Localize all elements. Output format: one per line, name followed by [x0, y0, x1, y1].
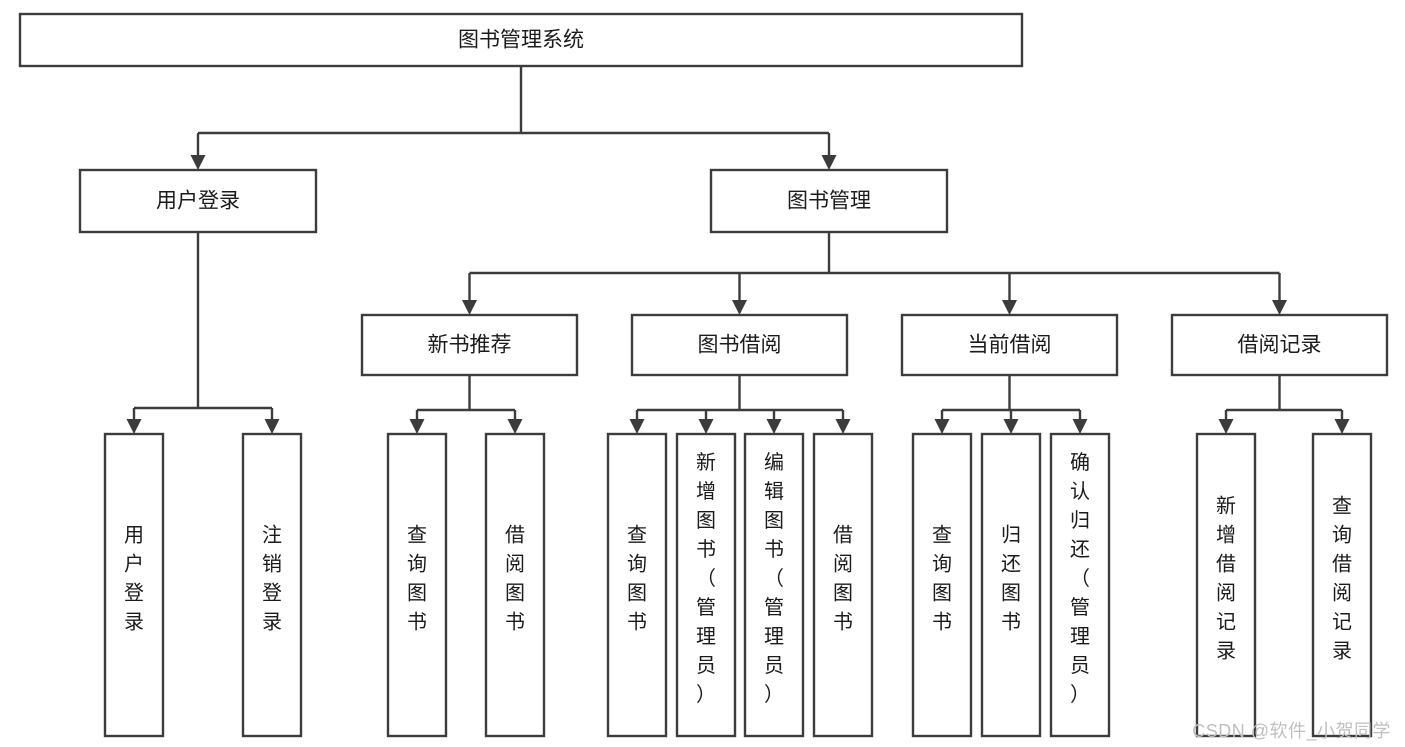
node-label-user-login: 用户登录	[156, 190, 240, 213]
connector-layer	[126, 66, 1350, 434]
node-label-borrow-record: 借阅记录	[1238, 334, 1322, 357]
arrow-head	[835, 419, 851, 434]
node-label-leaf-query-book-current: 查询图书	[932, 524, 952, 634]
node-leaf-query-borrow-record[interactable]: 查询借阅记录	[1311, 432, 1373, 738]
arrow-head	[821, 155, 837, 170]
node-leaf-borrow-book-recommend[interactable]: 借阅图书	[484, 432, 546, 738]
node-label-current-borrow: 当前借阅	[968, 334, 1052, 357]
arrow-head	[766, 419, 782, 434]
node-leaf-borrow-book[interactable]: 借阅图书	[812, 432, 874, 738]
node-box-book-manage	[709, 168, 949, 234]
arrow-head	[1272, 300, 1287, 315]
node-label-new-book-recommend: 新书推荐	[428, 334, 512, 357]
node-box-leaf-borrow-book-recommend	[484, 432, 546, 738]
node-box-leaf-query-book-recommend	[386, 432, 448, 738]
arrow-head	[126, 419, 142, 434]
node-label-leaf-user-login: 用户登录	[124, 525, 144, 634]
node-box-user-login	[78, 168, 318, 234]
node-layer: 图书管理系统用户登录图书管理新书推荐图书借阅当前借阅借阅记录用户登录注销登录查询…	[18, 12, 1389, 738]
arrow-head	[409, 419, 425, 434]
node-leaf-add-borrow-record[interactable]: 新增借阅记录	[1195, 432, 1257, 738]
node-leaf-return-book[interactable]: 归还图书	[980, 432, 1042, 738]
arrow-head	[190, 155, 206, 170]
node-box-borrow-record	[1170, 313, 1389, 377]
node-leaf-query-book-current[interactable]: 查询图书	[911, 432, 973, 738]
node-box-leaf-confirm-return-admin	[1049, 432, 1111, 738]
node-leaf-add-book-admin[interactable]: 新增图书（管理员）	[675, 432, 737, 738]
node-label-leaf-confirm-return-admin: 确认归还（管理员）	[1070, 451, 1090, 706]
node-leaf-query-book[interactable]: 查询图书	[606, 432, 668, 738]
node-root[interactable]: 图书管理系统	[18, 12, 1024, 68]
node-box-new-book-recommend	[360, 313, 579, 377]
node-new-book-recommend[interactable]: 新书推荐	[360, 313, 579, 377]
node-user-login[interactable]: 用户登录	[78, 168, 318, 234]
node-leaf-user-logout[interactable]: 注销登录	[241, 432, 303, 738]
arrow-head	[934, 419, 950, 434]
node-label-leaf-query-book-recommend: 查询图书	[407, 524, 427, 634]
arrow-head	[462, 300, 477, 315]
arrow-head	[1072, 419, 1088, 434]
node-box-leaf-add-book-admin	[675, 432, 737, 738]
node-label-book-manage: 图书管理	[787, 190, 871, 213]
connector-current-borrow	[934, 375, 1088, 434]
connector-new-book-recommend	[409, 375, 523, 434]
node-label-leaf-user-logout: 注销登录	[262, 524, 282, 634]
node-label-leaf-query-borrow-record: 查询借阅记录	[1332, 495, 1352, 663]
node-current-borrow[interactable]: 当前借阅	[900, 313, 1119, 377]
node-box-leaf-return-book	[980, 432, 1042, 738]
connector-book-borrow	[629, 375, 851, 434]
node-label-root: 图书管理系统	[458, 29, 584, 52]
arrow-head	[507, 419, 523, 434]
node-box-leaf-user-logout	[241, 432, 303, 738]
node-label-leaf-query-book: 查询图书	[627, 524, 647, 634]
node-leaf-query-book-recommend[interactable]: 查询图书	[386, 432, 448, 738]
node-book-manage[interactable]: 图书管理	[709, 168, 949, 234]
connector-root	[190, 66, 837, 170]
node-leaf-confirm-return-admin[interactable]: 确认归还（管理员）	[1049, 432, 1111, 738]
arrow-head	[629, 419, 645, 434]
node-box-leaf-borrow-book	[812, 432, 874, 738]
arrow-head	[264, 419, 280, 434]
node-label-leaf-add-borrow-record: 新增借阅记录	[1216, 495, 1236, 663]
node-box-current-borrow	[900, 313, 1119, 377]
arrow-head	[1334, 419, 1350, 434]
arrow-head	[1002, 300, 1017, 315]
node-leaf-user-login[interactable]: 用户登录	[103, 432, 165, 738]
connector-book-manage	[462, 232, 1287, 315]
node-box-leaf-query-book	[606, 432, 668, 738]
node-book-borrow[interactable]: 图书借阅	[630, 313, 849, 377]
node-label-book-borrow: 图书借阅	[698, 334, 782, 357]
node-box-leaf-user-login	[103, 432, 165, 738]
node-label-leaf-add-book-admin: 新增图书（管理员）	[696, 451, 716, 706]
node-box-leaf-query-borrow-record	[1311, 432, 1373, 738]
node-box-root	[18, 12, 1024, 68]
node-label-leaf-borrow-book: 借阅图书	[833, 524, 853, 634]
arrow-head	[732, 300, 747, 315]
connector-user-login	[126, 232, 280, 434]
arrow-head	[698, 419, 714, 434]
arrow-head	[1218, 419, 1234, 434]
node-leaf-edit-book-admin[interactable]: 编辑图书（管理员）	[743, 432, 805, 738]
node-borrow-record[interactable]: 借阅记录	[1170, 313, 1389, 377]
node-label-leaf-borrow-book-recommend: 借阅图书	[505, 524, 525, 634]
node-label-leaf-return-book: 归还图书	[1001, 524, 1021, 634]
connector-borrow-record	[1218, 375, 1350, 434]
arrow-head	[1003, 419, 1019, 434]
node-box-book-borrow	[630, 313, 849, 377]
node-box-leaf-edit-book-admin	[743, 432, 805, 738]
node-box-leaf-add-borrow-record	[1195, 432, 1257, 738]
node-box-leaf-query-book-current	[911, 432, 973, 738]
node-label-leaf-edit-book-admin: 编辑图书（管理员）	[764, 451, 784, 706]
